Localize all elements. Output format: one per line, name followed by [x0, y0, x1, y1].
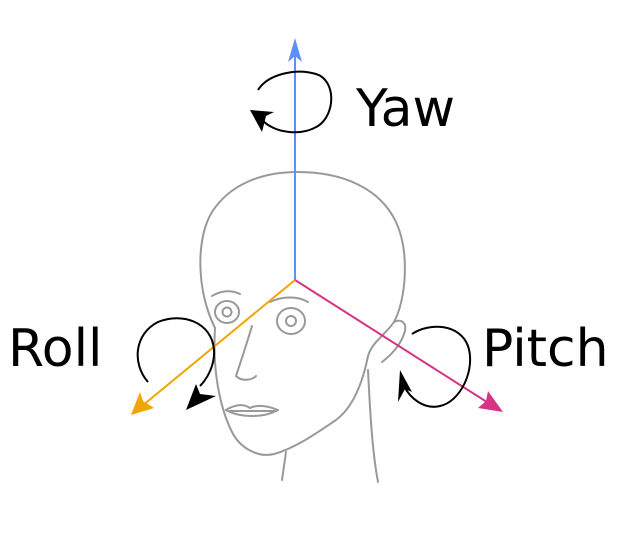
yaw-axis-arrowhead — [288, 38, 302, 62]
right-pupil — [285, 315, 297, 327]
pitch-axis-arrowhead — [478, 391, 503, 412]
right-eye — [276, 307, 306, 335]
yaw-axis — [288, 38, 302, 280]
neck-left — [281, 451, 287, 481]
left-eyebrow — [211, 290, 241, 297]
roll-label: Roll — [8, 319, 103, 379]
upper-lip — [225, 404, 279, 411]
roll-rotation-arrowhead — [186, 384, 216, 410]
pitch-label: Pitch — [482, 319, 609, 379]
yaw-rotation-arrow — [250, 70, 333, 134]
pitch-axis — [294, 279, 503, 412]
neck-right — [367, 369, 379, 483]
roll-axis — [131, 279, 296, 415]
right-eyebrow — [269, 296, 309, 303]
yaw-label: Yaw — [355, 79, 455, 139]
ear — [381, 319, 407, 363]
pitch-rotation-arrow — [398, 325, 472, 408]
left-pupil — [221, 306, 233, 318]
pitch-rotation-arrowhead — [398, 370, 412, 402]
roll-axis-arrowhead — [131, 392, 154, 415]
left-eye — [214, 300, 240, 324]
roll-rotation-arrow — [136, 317, 216, 410]
nose — [235, 325, 257, 381]
head-illustration — [199, 171, 407, 483]
yaw-rotation-arrowhead — [250, 110, 274, 132]
